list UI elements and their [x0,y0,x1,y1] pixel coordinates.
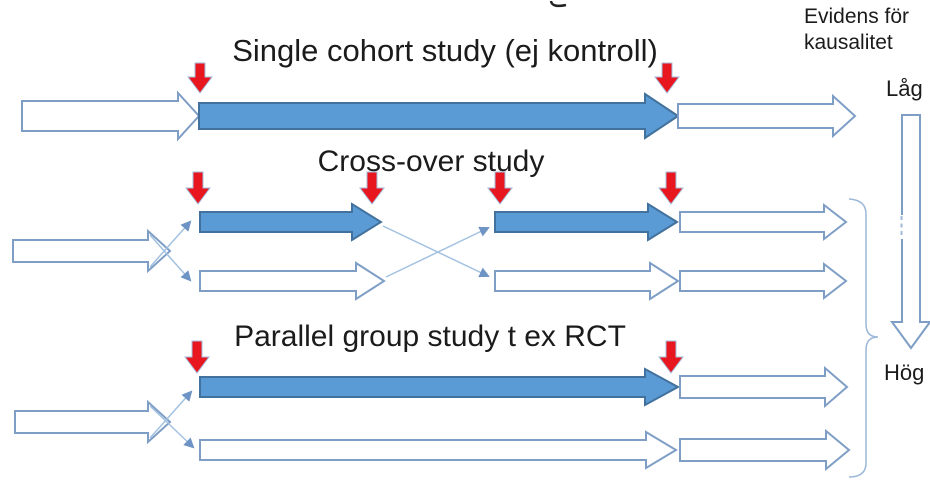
randomization-line [149,234,192,282]
evidence-down-arrow-icon [890,114,930,350]
red-down-arrow-icon [487,171,513,205]
evidence-axis-heading: Evidens för kausalitet [804,4,930,56]
baseline-arrow-icon [21,90,201,142]
evidence-heading-line1: Evidens för [804,5,910,28]
red-down-arrow-icon [184,340,210,374]
treatment-arrow-icon [494,202,679,242]
section-title-single-cohort: Single cohort study (ej kontroll) [232,33,658,68]
parallel-group-row [14,340,851,472]
baseline-arrow-icon [12,228,172,274]
followup-arrow-icon [679,365,849,409]
crossover-line [382,225,490,278]
single-cohort-row [21,62,857,142]
treatment-arrow-icon [199,367,681,407]
red-down-arrow-icon [658,171,684,205]
cross-over-row [12,171,848,301]
evidence-heading-line2: kausalitet [804,31,893,54]
red-down-arrow-icon [658,340,684,374]
randomization-line [149,405,195,449]
evidence-high-label: Hög [884,360,925,385]
treatment-arrow-icon [199,202,383,242]
control-arrow-icon [494,261,680,301]
evidence-low-label: Låg [886,76,923,101]
followup-arrow-icon [679,261,848,301]
followup-arrow-icon [679,202,848,242]
section-title-cross-over: Cross-over study [317,145,545,178]
red-down-arrow-icon [654,62,680,94]
followup-arrow-icon [677,93,857,139]
control-arrow-icon [199,430,678,470]
red-down-arrow-icon [187,62,213,94]
red-down-arrow-icon [359,171,385,205]
crossover-line [385,226,490,278]
baseline-arrow-icon [14,399,172,445]
randomization-line [149,220,192,268]
grouping-brace-icon [848,198,879,478]
section-title-parallel-group: Parallel group study t ex RCT [234,320,626,353]
control-arrow-icon [199,261,386,301]
cropped-text-fragment [549,0,567,8]
red-down-arrow-icon [185,171,211,205]
randomization-line [149,390,193,439]
followup-arrow-icon [679,428,851,472]
evidence-scale [848,114,930,478]
treatment-arrow-icon [198,92,680,140]
